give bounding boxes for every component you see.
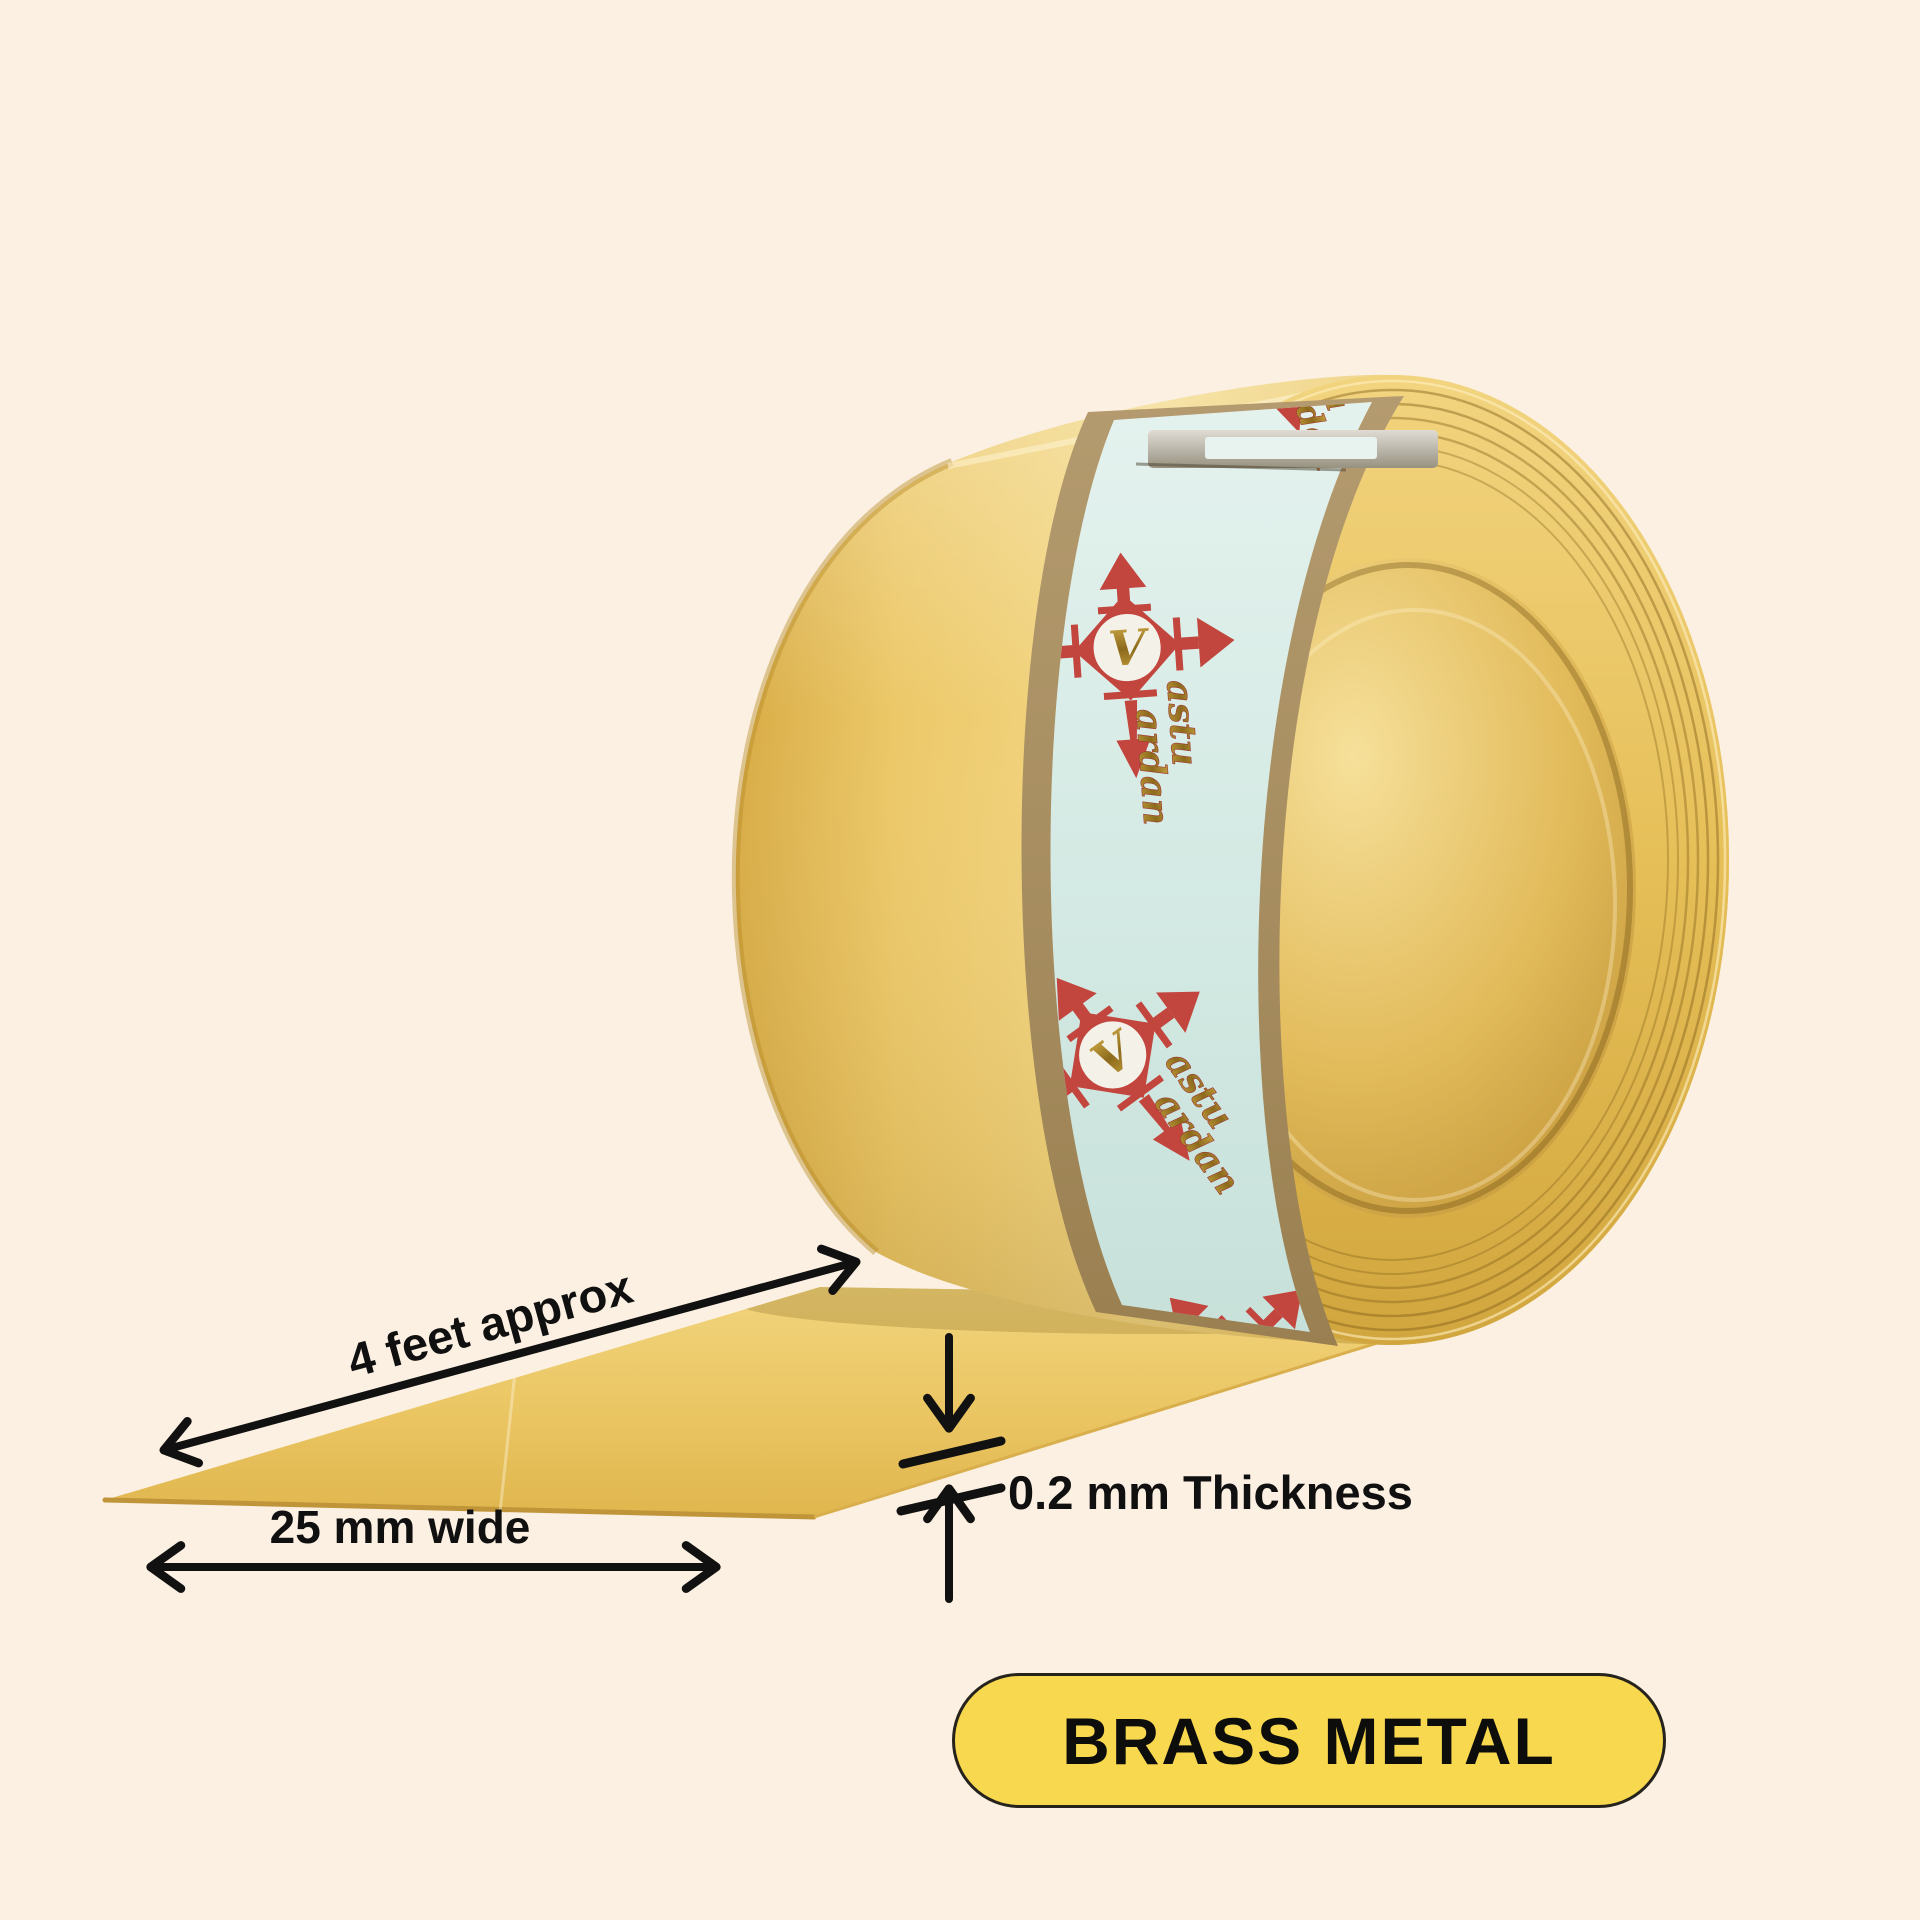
width-label: 25 mm wide <box>269 1501 531 1553</box>
dimension-arrows <box>146 1244 1006 1603</box>
thickness-tick-top <box>898 1436 1006 1469</box>
length-arrow <box>159 1244 861 1468</box>
label-band <box>1021 396 1438 1346</box>
thickness-label: 0.2 mm Thickness <box>1008 1466 1413 1519</box>
label-clip <box>1135 430 1438 472</box>
material-badge: BRASS METAL <box>952 1673 1666 1808</box>
material-badge-label: BRASS METAL <box>1062 1703 1556 1778</box>
brass-roll <box>731 374 1729 1346</box>
thickness-tick-bottom <box>896 1483 1006 1516</box>
